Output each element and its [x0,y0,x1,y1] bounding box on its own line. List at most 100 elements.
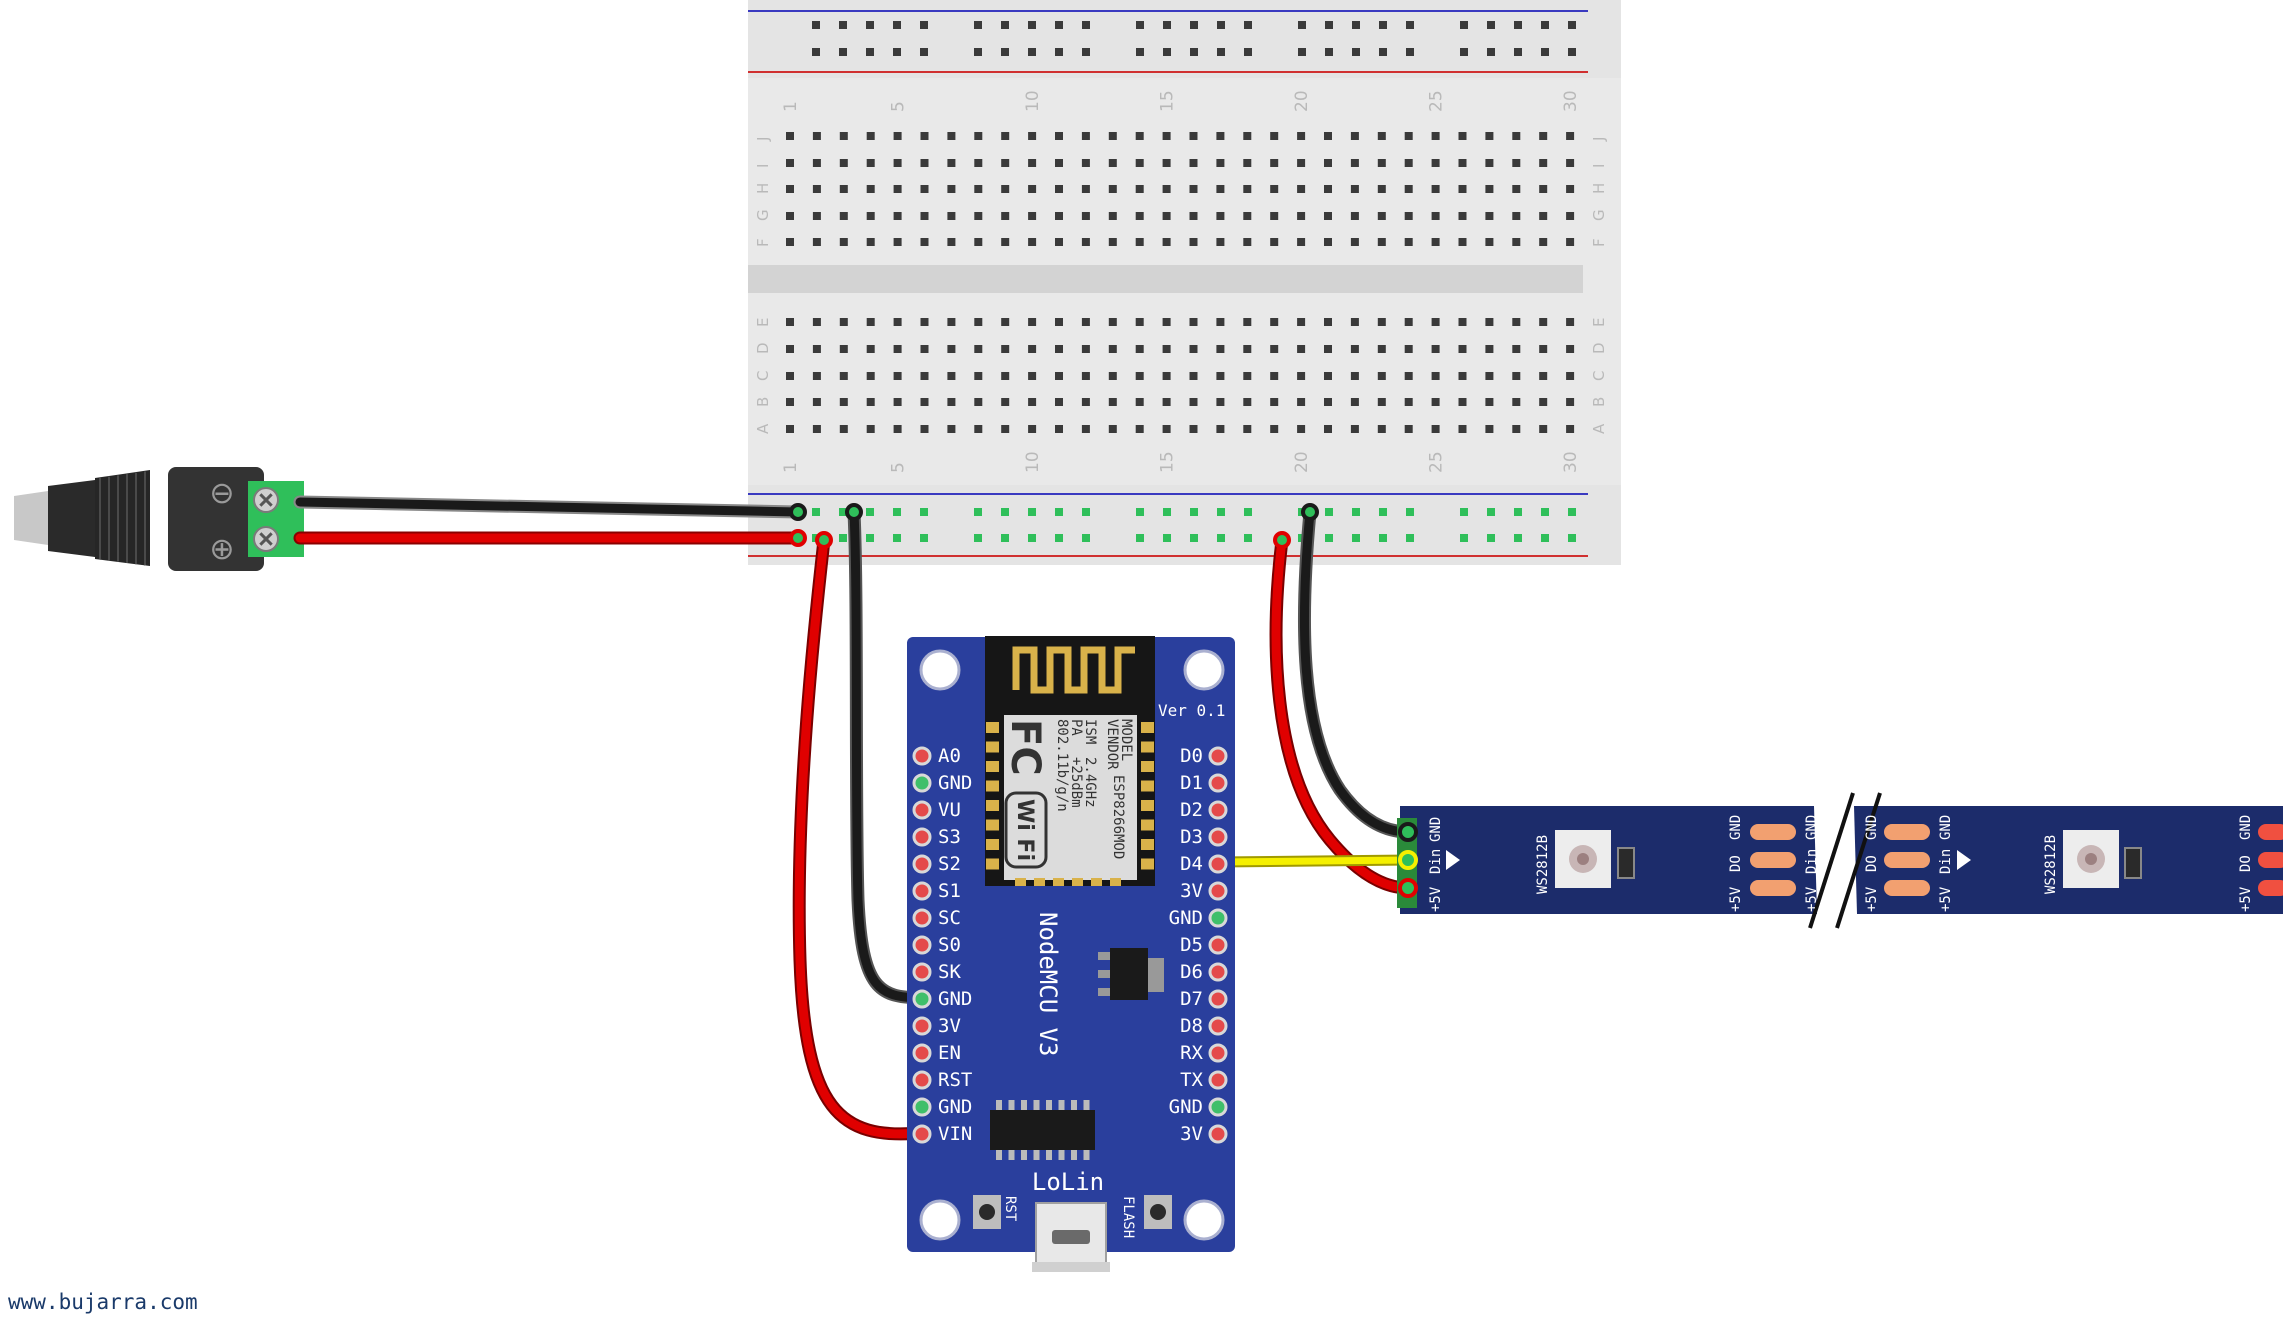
rail-hole[interactable] [1001,508,1009,516]
breadboard-hole[interactable] [1189,185,1198,193]
rail-hole[interactable] [1055,508,1063,516]
breadboard-hole[interactable] [1431,185,1440,193]
breadboard-hole[interactable] [893,185,902,193]
breadboard-hole[interactable] [1350,318,1359,326]
breadboard-hole[interactable] [1324,185,1332,193]
breadboard-hole[interactable] [1377,425,1386,433]
breadboard-hole[interactable] [1458,398,1467,406]
pin-d1[interactable] [1208,773,1228,793]
breadboard-hole[interactable] [1055,318,1063,326]
breadboard-hole[interactable] [1162,132,1171,140]
breadboard-hole[interactable] [920,185,929,193]
rail-hole[interactable] [1352,48,1360,56]
breadboard-hole[interactable] [812,398,821,406]
breadboard-hole[interactable] [839,238,848,246]
breadboard-hole[interactable] [1485,345,1494,353]
breadboard-hole[interactable] [1108,318,1117,326]
breadboard-hole[interactable] [1431,238,1440,246]
breadboard-hole[interactable] [1485,159,1494,167]
breadboard-hole[interactable] [839,318,848,326]
breadboard-hole[interactable] [1485,212,1494,220]
breadboard-hole[interactable] [786,185,794,193]
rail-hole[interactable] [1190,508,1198,516]
breadboard-hole[interactable] [1458,345,1467,353]
breadboard-hole[interactable] [1001,425,1010,433]
breadboard-hole[interactable] [812,372,821,380]
breadboard-hole[interactable] [1404,345,1413,353]
breadboard-hole[interactable] [1512,212,1521,220]
breadboard-hole[interactable] [866,372,875,380]
breadboard-hole[interactable] [1243,132,1252,140]
rail-hole[interactable] [1379,21,1387,29]
breadboard-hole[interactable] [1324,398,1332,406]
breadboard-hole[interactable] [1512,159,1521,167]
breadboard-hole[interactable] [1512,345,1521,353]
breadboard-hole[interactable] [1566,318,1575,326]
breadboard-hole[interactable] [1350,345,1359,353]
breadboard-hole[interactable] [920,212,929,220]
rail-hole[interactable] [1487,534,1495,542]
breadboard-hole[interactable] [1216,212,1225,220]
breadboard-hole[interactable] [1350,212,1359,220]
breadboard-hole[interactable] [1377,212,1386,220]
breadboard-hole[interactable] [1350,372,1359,380]
breadboard-hole[interactable] [1081,318,1090,326]
rail-hole[interactable] [1082,534,1090,542]
rail-hole[interactable] [1514,21,1522,29]
breadboard-hole[interactable] [1297,318,1306,326]
breadboard-hole[interactable] [1055,425,1063,433]
breadboard-hole[interactable] [1108,212,1117,220]
breadboard-hole[interactable] [839,185,848,193]
breadboard-hole[interactable] [947,345,956,353]
breadboard-hole[interactable] [974,185,983,193]
rail-hole[interactable] [1163,508,1171,516]
breadboard-hole[interactable] [1055,185,1063,193]
rail-hole[interactable] [1028,48,1036,56]
breadboard-hole[interactable] [1270,425,1279,433]
breadboard-hole[interactable] [1135,132,1144,140]
breadboard-hole[interactable] [1216,398,1225,406]
rst-button-cap[interactable] [979,1204,995,1220]
rail-hole[interactable] [1217,21,1225,29]
breadboard-hole[interactable] [1539,212,1548,220]
breadboard-hole[interactable] [1512,425,1521,433]
rail-hole[interactable] [1568,508,1576,516]
breadboard-hole[interactable] [1566,398,1575,406]
rail-hole[interactable] [1460,534,1468,542]
breadboard-hole[interactable] [1243,159,1252,167]
breadboard-hole[interactable] [1243,238,1252,246]
rail-hole[interactable] [1541,48,1549,56]
breadboard-hole[interactable] [812,212,821,220]
breadboard-hole[interactable] [920,345,929,353]
pin-s0[interactable] [912,935,932,955]
breadboard-hole[interactable] [1055,398,1063,406]
pin-d4[interactable] [1208,854,1228,874]
breadboard-hole[interactable] [1216,345,1225,353]
breadboard-hole[interactable] [1431,398,1440,406]
breadboard-hole[interactable] [786,132,794,140]
breadboard-hole[interactable] [1162,425,1171,433]
rail-hole[interactable] [1379,48,1387,56]
breadboard-hole[interactable] [1377,372,1386,380]
breadboard-hole[interactable] [1485,185,1494,193]
breadboard-hole[interactable] [1108,372,1117,380]
breadboard-hole[interactable] [1270,159,1279,167]
breadboard-hole[interactable] [1485,372,1494,380]
breadboard-hole[interactable] [1539,132,1548,140]
breadboard-hole[interactable] [1162,318,1171,326]
breadboard-hole[interactable] [920,132,929,140]
breadboard-hole[interactable] [1485,238,1494,246]
pin-gnd[interactable] [1208,908,1228,928]
breadboard-hole[interactable] [1216,318,1225,326]
breadboard-hole[interactable] [1028,238,1037,246]
breadboard-hole[interactable] [1324,425,1332,433]
breadboard-hole[interactable] [1243,398,1252,406]
breadboard-hole[interactable] [974,318,983,326]
rail-hole[interactable] [1136,21,1144,29]
breadboard-hole[interactable] [1297,425,1306,433]
breadboard-hole[interactable] [786,212,794,220]
breadboard-hole[interactable] [1297,372,1306,380]
breadboard-hole[interactable] [1566,132,1575,140]
breadboard-hole[interactable] [1243,212,1252,220]
rail-hole[interactable] [1514,534,1522,542]
